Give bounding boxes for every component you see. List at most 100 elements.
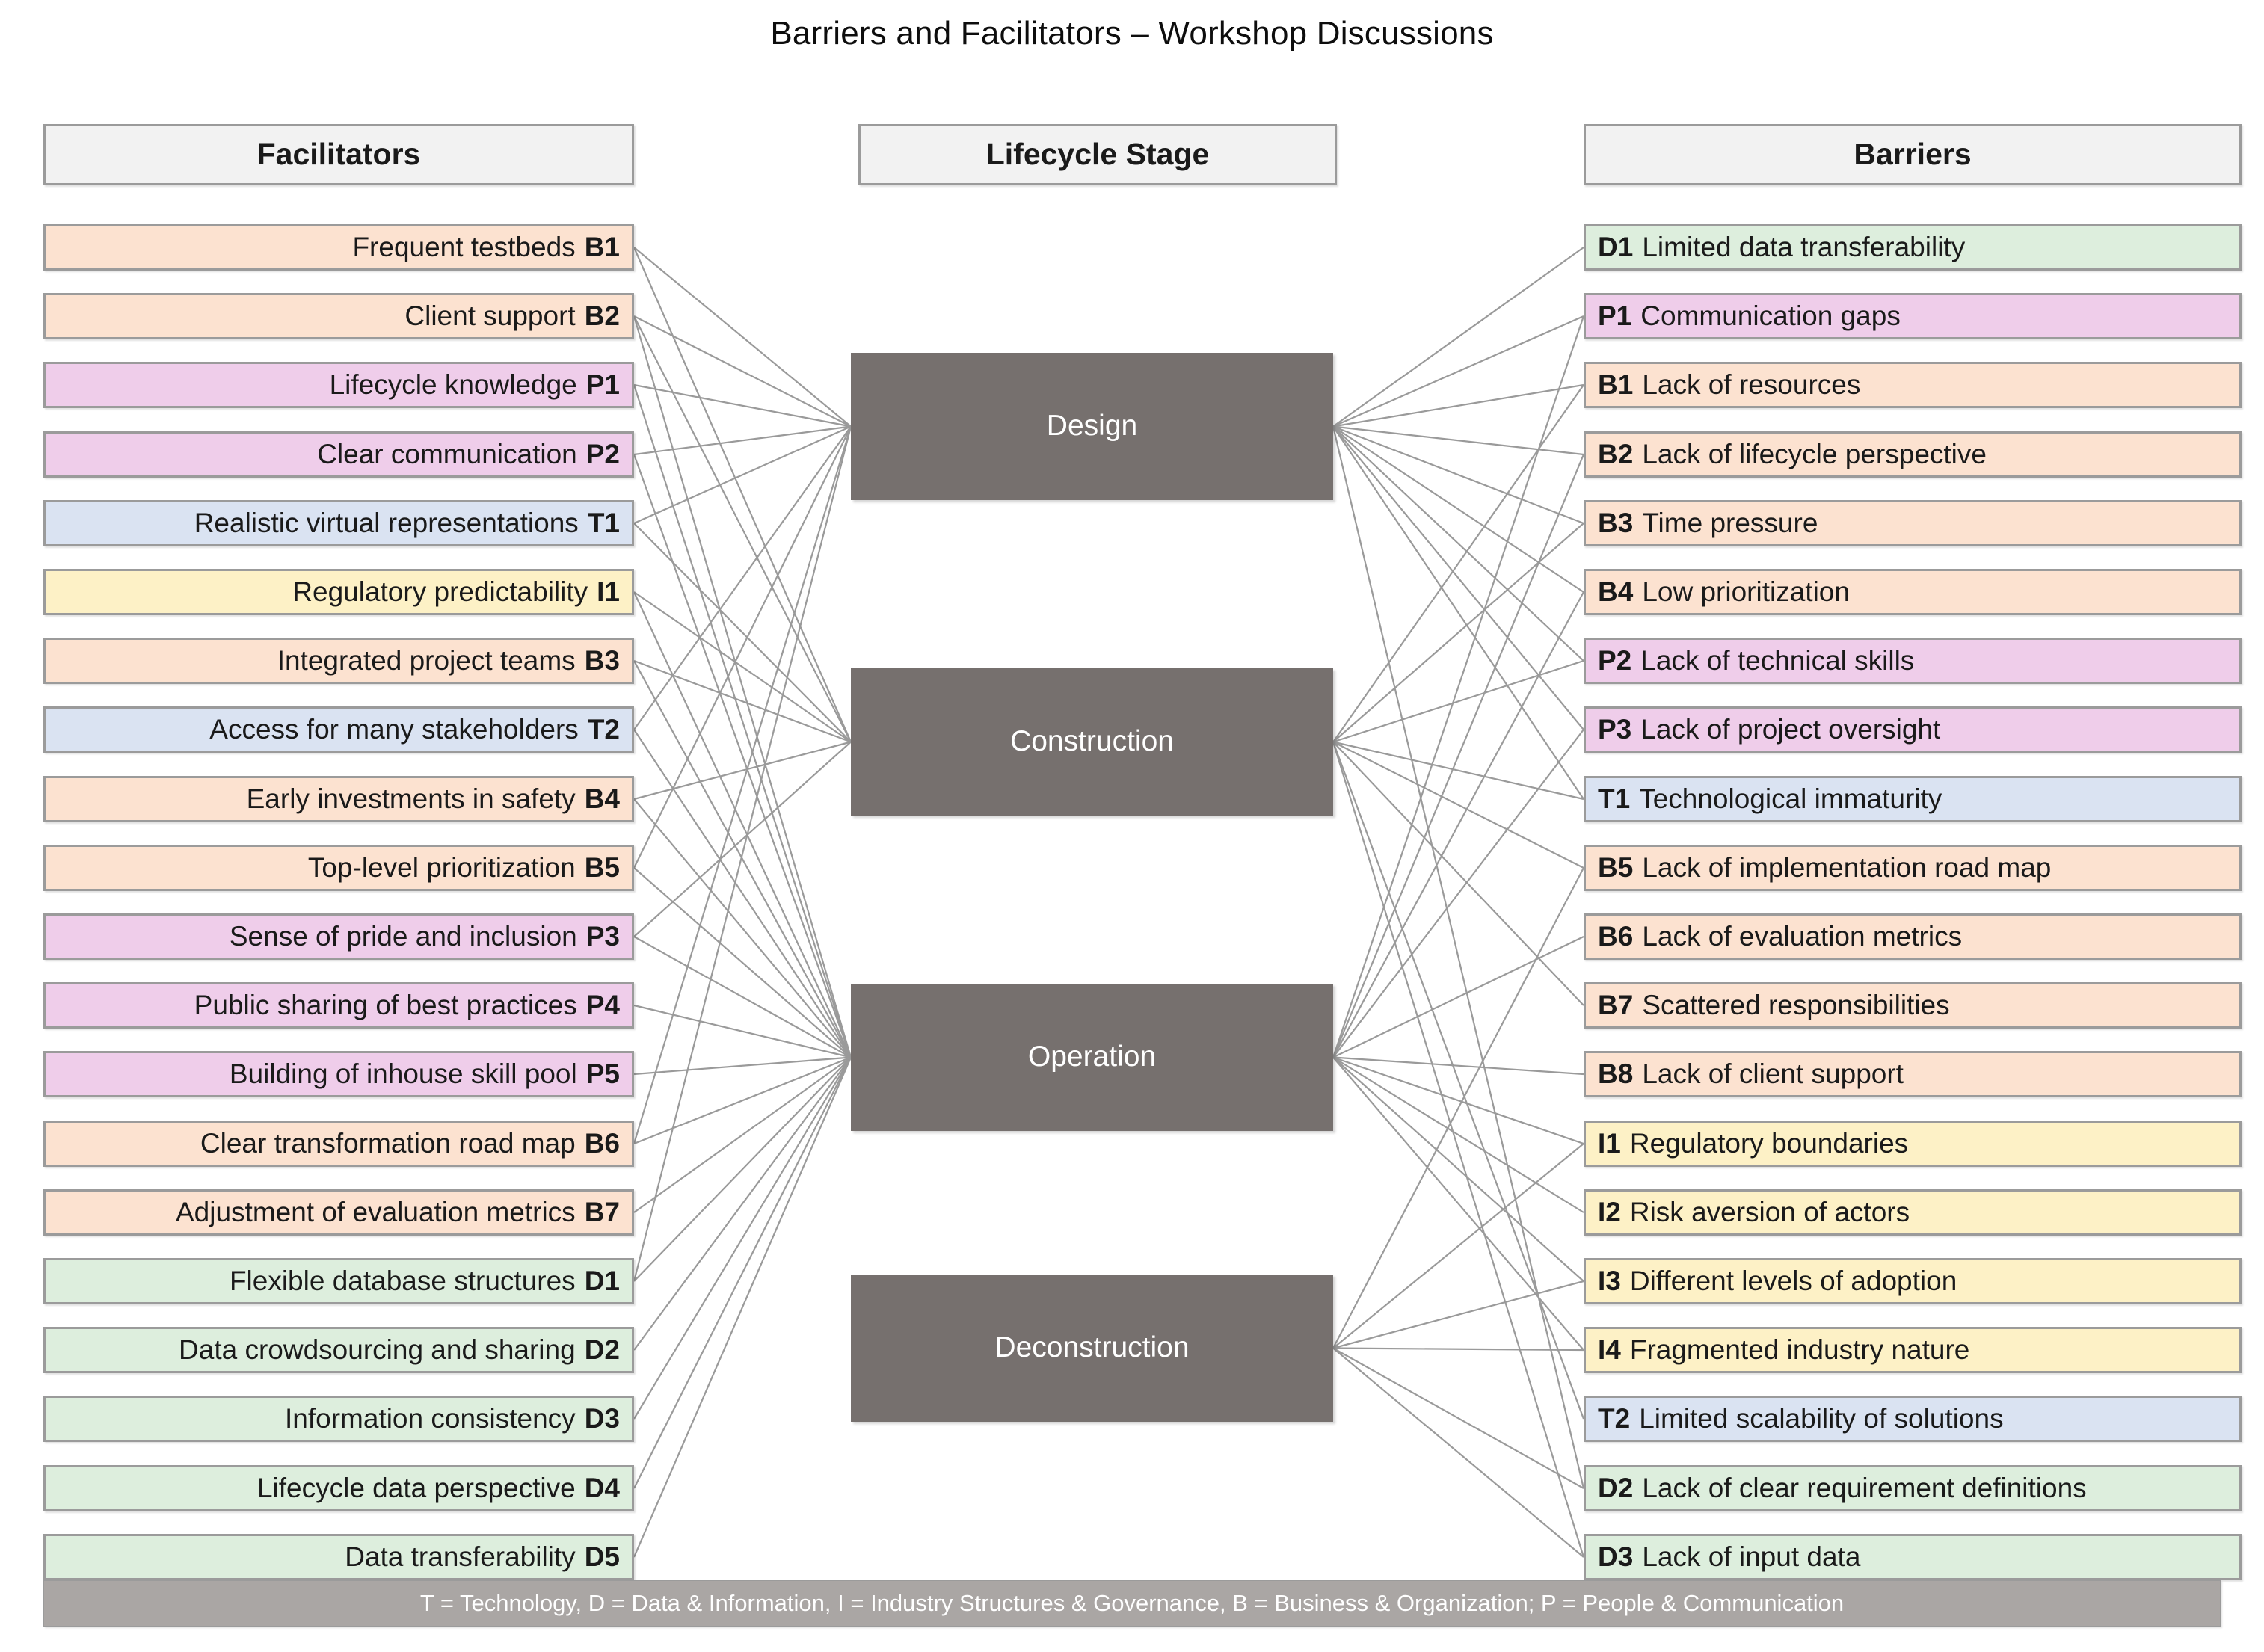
barrier-code: T1 <box>1598 783 1631 814</box>
link-facilitator-stage <box>633 936 852 1058</box>
link-stage-barrier <box>1332 425 1584 800</box>
link-stage-barrier <box>1332 741 1584 1006</box>
facilitator-label: Building of inhouse skill pool <box>229 1058 577 1089</box>
barrier-label: Limited data transferability <box>1642 231 1966 262</box>
link-stage-barrier <box>1332 742 1585 1420</box>
link-facilitator-stage <box>633 1057 852 1558</box>
barrier-label: Lack of resources <box>1642 369 1861 400</box>
link-stage-barrier <box>1332 1347 1584 1558</box>
facilitator-code: I1 <box>597 576 620 607</box>
link-facilitator-stage <box>633 247 852 428</box>
link-facilitator-stage <box>633 741 852 801</box>
barrier-item-b1[interactable]: B1 Lack of resources <box>1584 362 2242 408</box>
facilitator-code: T1 <box>587 507 620 538</box>
barrier-code: D2 <box>1598 1472 1634 1503</box>
link-stage-barrier <box>1332 1143 1584 1349</box>
barrier-label: Low prioritization <box>1642 576 1850 607</box>
lifecycle-stage-construction[interactable]: Construction <box>851 668 1333 816</box>
barrier-code: B3 <box>1598 507 1634 538</box>
facilitator-label: Data crowdsourcing and sharing <box>179 1334 576 1365</box>
facilitator-code: B1 <box>584 231 620 262</box>
lifecycle-stage-design[interactable]: Design <box>851 353 1333 500</box>
barrier-code: B6 <box>1598 920 1634 952</box>
facilitator-code: D5 <box>584 1541 620 1572</box>
legend-bar: T = Technology, D = Data & Information, … <box>43 1580 2221 1627</box>
link-stage-barrier <box>1332 741 1584 801</box>
link-facilitator-stage <box>633 384 852 1058</box>
facilitator-label: Clear communication <box>317 438 577 469</box>
facilitator-item-i1[interactable]: Regulatory predictability I1 <box>43 569 634 615</box>
barrier-label: Risk aversion of actors <box>1629 1196 1910 1227</box>
link-facilitator-stage <box>633 425 852 730</box>
link-stage-barrier <box>1332 425 1584 456</box>
page-title: Barriers and Facilitators – Workshop Dis… <box>770 15 1494 52</box>
link-facilitator-stage <box>633 426 852 1282</box>
link-stage-barrier <box>1332 523 1584 743</box>
facilitator-code: D4 <box>584 1472 620 1503</box>
facilitator-item-d5[interactable]: Data transferability D5 <box>43 1534 634 1580</box>
facilitator-code: D3 <box>584 1402 620 1434</box>
facilitator-label: Client support <box>404 300 576 331</box>
link-facilitator-stage <box>633 660 852 1058</box>
barrier-code: B1 <box>1598 369 1634 400</box>
lifecycle-stage-operation[interactable]: Operation <box>851 984 1333 1131</box>
facilitator-label: Public sharing of best practices <box>194 989 577 1020</box>
link-facilitator-stage <box>633 729 852 1058</box>
barrier-code: P2 <box>1598 644 1632 676</box>
barrier-label: Communication gaps <box>1640 300 1901 331</box>
link-stage-barrier <box>1332 591 1584 1058</box>
facilitator-code: B6 <box>584 1127 620 1159</box>
link-facilitator-stage <box>633 867 852 1058</box>
link-stage-barrier <box>1332 741 1584 869</box>
lifecycle-stage-deconstruction[interactable]: Deconstruction <box>851 1275 1333 1422</box>
barrier-code: I4 <box>1598 1334 1621 1365</box>
link-stage-barrier <box>1332 384 1584 743</box>
facilitator-label: Regulatory predictability <box>292 576 588 607</box>
barrier-label: Lack of project oversight <box>1640 713 1941 745</box>
barrier-label: Time pressure <box>1642 507 1818 538</box>
barrier-item-b3[interactable]: B3 Time pressure <box>1584 500 2242 546</box>
column-header-facilitators: Facilitators <box>43 124 634 185</box>
link-facilitator-stage <box>633 426 852 869</box>
barrier-code: B8 <box>1598 1058 1634 1089</box>
facilitator-label: Data transferability <box>345 1541 576 1572</box>
barrier-code: I1 <box>1598 1127 1621 1159</box>
link-stage-barrier <box>1332 426 1585 1489</box>
